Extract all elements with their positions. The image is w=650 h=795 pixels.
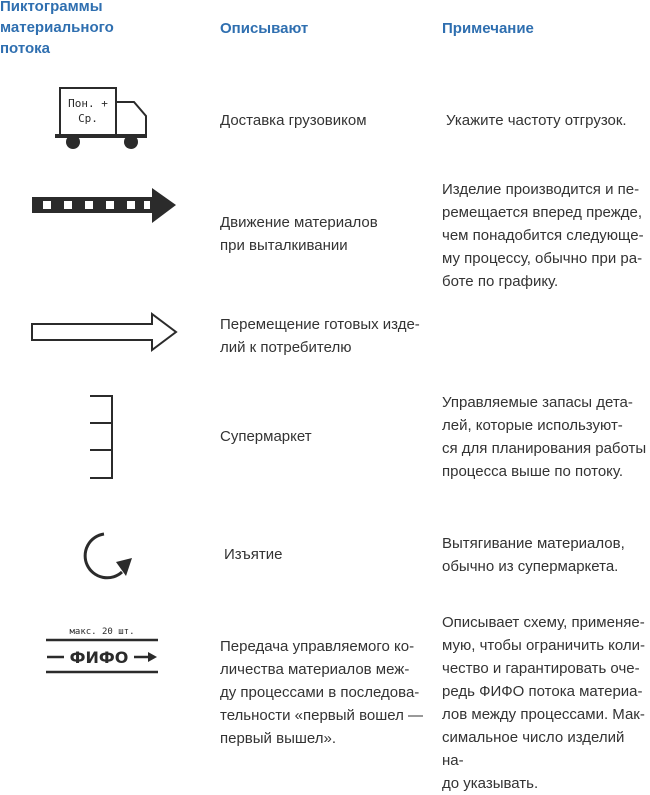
- row-truck-note: Укажите частоту отгрузок.: [446, 109, 627, 132]
- column-header-note: Примечание: [442, 20, 534, 37]
- text-line: процесса выше по потоку.: [442, 463, 624, 480]
- text-line: Передача управляемого ко-: [220, 638, 415, 655]
- row-supermarket-description: Супермаркет: [220, 425, 312, 448]
- text-line: Вытягивание материалов,: [442, 535, 625, 552]
- text-line: боте по графику.: [442, 273, 559, 290]
- truck-icon: Пон. + Ср.: [50, 86, 160, 152]
- text-line: Изъятие: [224, 546, 283, 563]
- withdrawal-icon: [74, 528, 134, 582]
- fifo-label: ФИФО: [70, 648, 129, 667]
- text-line: Движение материалов: [220, 214, 378, 231]
- text-line: лей, которые использу­ют-: [442, 417, 623, 434]
- text-line: обычно из супермаркета.: [442, 558, 619, 575]
- text-line: Перемещение готовых изде-: [220, 316, 420, 333]
- header-line: Пиктограммы: [0, 0, 103, 15]
- row-push-description: Движение материалов при выталкивании: [220, 211, 378, 257]
- row-fifo-description: Передача управляемого ко- личества матер…: [220, 635, 423, 750]
- header-line: материального: [0, 19, 114, 36]
- row-push-note: Изделие производится и пе- ремещается вп…: [442, 178, 644, 293]
- text-line: личества материалов меж-: [220, 661, 410, 678]
- text-line: симальное число изделий на-: [442, 729, 625, 769]
- supermarket-icon: [88, 394, 116, 480]
- text-line: при выталкивании: [220, 237, 348, 254]
- text-line: мую, чтобы ограничить коли-: [442, 637, 646, 654]
- row-supermarket-note: Управляемые запасы дета- лей, которые ис…: [442, 391, 646, 483]
- column-header-icons: Пиктограммы материального потока: [0, 0, 114, 59]
- push-arrow-icon: [30, 186, 178, 226]
- row-fifo-note: Описывает схему, применяе- мую, чтобы ог…: [442, 611, 650, 795]
- header-line: потока: [0, 40, 51, 57]
- text-line: тельности «первый вошел —: [220, 707, 424, 724]
- row-shipment-description: Перемещение готовых изде- лий к потребит…: [220, 313, 420, 359]
- text-line: первый вышел».: [220, 730, 336, 747]
- row-truck-description: Доставка грузовиком: [220, 109, 367, 132]
- text-line: му процессу, обычно при ра-: [442, 250, 643, 267]
- text-line: чество и гарантировать оче-: [442, 660, 640, 677]
- text-line: ду процессами в последова-: [220, 684, 420, 701]
- text-line: Доставка грузовиком: [220, 112, 367, 129]
- text-line: лов между процессами. Мак-: [442, 706, 645, 723]
- text-line: Управляемые запасы дета-: [442, 394, 633, 411]
- text-line: редь ФИФО потока материа-: [442, 683, 643, 700]
- text-line: Описывает схему, применяе-: [442, 614, 645, 631]
- row-withdrawal-note: Вытягивание материалов, обычно из суперм…: [442, 532, 625, 578]
- shipment-arrow-icon: [30, 312, 178, 352]
- column-header-describes: Описывают: [220, 20, 309, 37]
- fifo-max-label: макс. 20 шт.: [69, 627, 134, 637]
- text-line: Изделие производится и пе-: [442, 181, 640, 198]
- text-line: чем понадобится следующе-: [442, 227, 644, 244]
- row-withdrawal-description: Изъятие: [224, 543, 282, 566]
- truck-label-line1: Пон. +: [68, 97, 108, 110]
- text-line: Укажите частоту отгрузок.: [446, 112, 627, 129]
- text-line: лий к потребителю: [220, 339, 352, 356]
- fifo-lane-icon: макс. 20 шт. ФИФО: [44, 625, 160, 677]
- text-line: ся для планирования работы: [442, 440, 647, 457]
- text-line: до указывать.: [442, 775, 539, 792]
- truck-label-line2: Ср.: [78, 112, 98, 125]
- text-line: ремещается вперед прежде,: [442, 204, 643, 221]
- text-line: Супермаркет: [220, 428, 312, 445]
